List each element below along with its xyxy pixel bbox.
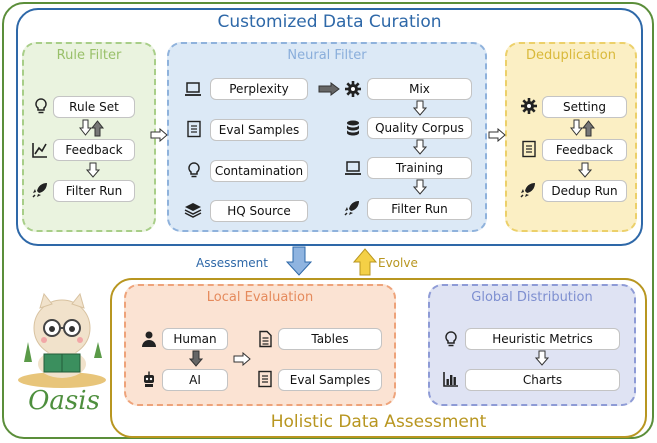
checklist-icon bbox=[258, 370, 272, 388]
assessment-label: Assessment bbox=[196, 256, 268, 270]
line-chart-icon bbox=[32, 143, 47, 158]
down-arrow-icon bbox=[413, 139, 427, 155]
training-box: Training bbox=[367, 157, 472, 179]
rule-set-box: Rule Set bbox=[53, 96, 135, 118]
solid-down-arrow-icon bbox=[189, 350, 203, 367]
gear-icon bbox=[521, 98, 537, 114]
person-icon bbox=[142, 331, 156, 347]
local-eval-samples-box: Eval Samples bbox=[278, 369, 382, 391]
rocket-icon bbox=[344, 201, 359, 216]
right-arrow-icon bbox=[150, 128, 168, 142]
laptop-icon bbox=[345, 161, 361, 175]
robot-icon bbox=[144, 371, 154, 387]
gear-icon bbox=[345, 81, 361, 97]
down-arrow-icon bbox=[578, 162, 592, 178]
evolve-label: Evolve bbox=[378, 256, 418, 270]
assessment-down-arrow-icon bbox=[286, 246, 312, 276]
neural-filter-title: Neural Filter bbox=[287, 48, 367, 63]
checklist-icon bbox=[187, 120, 201, 138]
dedup-run-box: Dedup Run bbox=[542, 180, 627, 202]
tables-box: Tables bbox=[278, 328, 382, 350]
checklist-icon bbox=[522, 140, 536, 158]
contamination-box: Contamination bbox=[210, 160, 308, 182]
eval-samples-box: Eval Samples bbox=[210, 119, 308, 141]
human-box: Human bbox=[162, 328, 228, 350]
rule-filter-panel bbox=[22, 42, 156, 232]
oasis-logo: Oasis bbox=[28, 386, 100, 416]
down-arrow-icon bbox=[413, 100, 427, 116]
rocket-icon bbox=[32, 183, 47, 198]
perplexity-box: Perplexity bbox=[210, 78, 308, 100]
rule-filter-title: Rule Filter bbox=[56, 48, 122, 63]
right-arrow-icon bbox=[488, 128, 506, 142]
layers-icon bbox=[184, 203, 202, 218]
down-arrow-icon bbox=[86, 162, 100, 178]
rule-feedback-box: Feedback bbox=[53, 139, 135, 161]
heuristic-metrics-box: Heuristic Metrics bbox=[465, 328, 620, 350]
charts-box: Charts bbox=[465, 369, 620, 391]
outer-frame bbox=[2, 2, 654, 439]
ai-box: AI bbox=[162, 369, 228, 391]
deduplication-panel bbox=[505, 42, 637, 232]
bar-chart-icon bbox=[443, 372, 458, 387]
rocket-icon bbox=[520, 183, 535, 198]
down-arrow-icon bbox=[413, 179, 427, 195]
rule-filter-run-box: Filter Run bbox=[53, 180, 135, 202]
database-icon bbox=[347, 120, 359, 136]
local-evaluation-title: Local Evaluation bbox=[206, 290, 314, 305]
up-down-arrows-icon bbox=[78, 119, 105, 137]
deduplication-title: Deduplication bbox=[526, 48, 616, 63]
hq-source-box: HQ Source bbox=[210, 200, 308, 222]
setting-box: Setting bbox=[542, 96, 627, 118]
global-distribution-title: Global Distribution bbox=[471, 290, 593, 305]
neural-filter-run-box: Filter Run bbox=[367, 198, 472, 220]
llama-mascot-icon bbox=[18, 292, 106, 388]
mix-box: Mix bbox=[367, 78, 472, 100]
holistic-title: Holistic Data Assessment bbox=[270, 412, 487, 432]
document-icon bbox=[259, 330, 272, 348]
down-arrow-icon bbox=[535, 350, 549, 366]
laptop-icon bbox=[185, 82, 201, 96]
evolve-up-arrow-icon bbox=[353, 248, 377, 276]
lightbulb-icon bbox=[188, 162, 200, 178]
lightbulb-icon bbox=[445, 331, 457, 347]
curation-title: Customized Data Curation bbox=[217, 12, 442, 32]
dedup-feedback-box: Feedback bbox=[542, 139, 627, 161]
right-arrow-icon bbox=[233, 352, 251, 366]
lightbulb-icon bbox=[35, 98, 47, 114]
up-down-arrows-icon bbox=[569, 119, 596, 137]
solid-right-arrow-icon bbox=[318, 82, 340, 96]
quality-corpus-box: Quality Corpus bbox=[367, 117, 472, 139]
